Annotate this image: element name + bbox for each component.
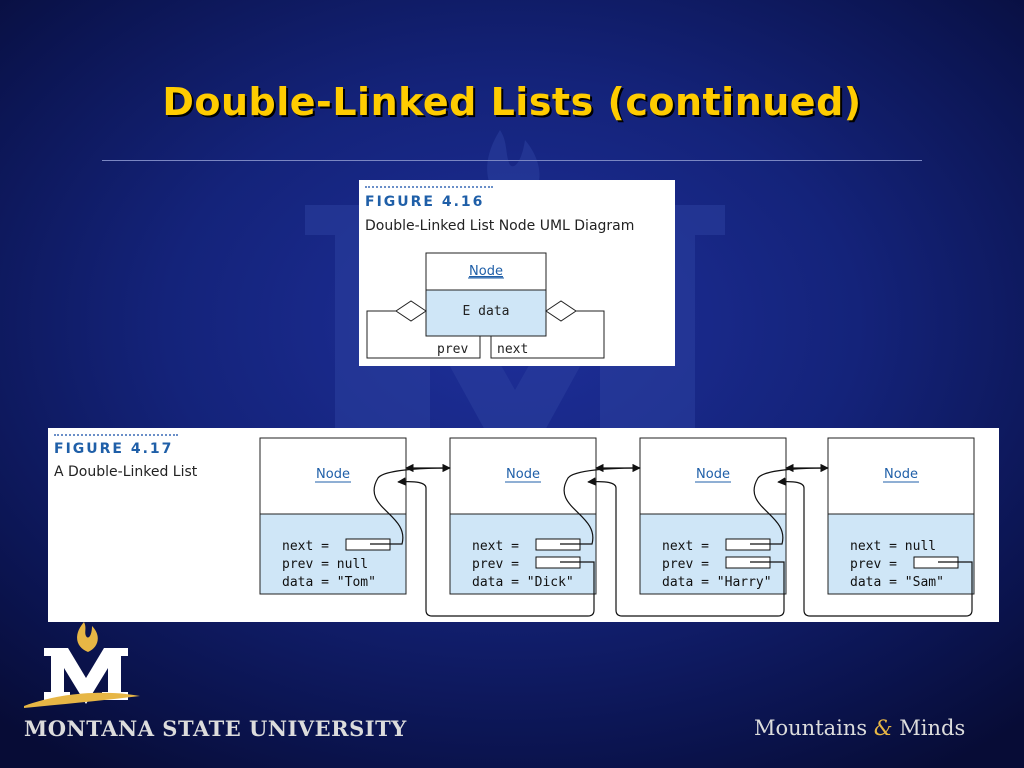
link-arrow (750, 463, 829, 545)
node-data-field: data = "Sam" (850, 575, 944, 590)
node-data-field: data = "Harry" (662, 575, 772, 590)
uml-node-diagram: Node E data prev next (366, 252, 605, 359)
link-arrow (560, 463, 641, 545)
figure-4-17-number: FIGURE 4.17 (54, 441, 174, 457)
node-header-box (449, 437, 597, 515)
node-body-box (639, 513, 787, 595)
node-header-label: Node (316, 467, 350, 482)
node-data-field: data = "Tom" (282, 575, 376, 590)
figure-4-16-number: FIGURE 4.16 (365, 194, 485, 210)
list-node: Node next = prev = data = "Dick" (449, 437, 597, 595)
tagline-ampersand: & (873, 716, 893, 740)
tagline: Mountains & Minds (754, 716, 965, 740)
linked-list-diagram: Node next = prev = null data = "Tom" Node ne… (259, 437, 975, 617)
list-node: Node next = prev = data = "Harry" (639, 437, 787, 595)
slide-title: Double-Linked Lists (continued) (162, 80, 862, 124)
figure-dots-divider (365, 186, 493, 188)
figure-4-16-panel: FIGURE 4.16 Double-Linked List Node UML … (359, 180, 675, 366)
figure-4-17-panel: FIGURE 4.17 A Double-Linked List Node nex… (48, 428, 999, 622)
msu-logo-icon (24, 622, 140, 708)
uml-attribute: E data (463, 304, 510, 319)
link-arrow (777, 477, 973, 617)
list-node: Node next = null prev = data = "Sam" (827, 437, 975, 595)
figure-4-16-caption: Double-Linked List Node UML Diagram (365, 218, 635, 234)
prev-role-label: prev (437, 342, 468, 357)
next-role-label: next (497, 342, 528, 357)
node-next-field: next = (472, 539, 519, 554)
uml-class-header (425, 252, 547, 291)
figure-dots-divider (54, 434, 178, 436)
node-header-label: Node (506, 467, 540, 482)
node-prev-field: prev = (472, 557, 519, 572)
node-header-label: Node (884, 467, 918, 482)
next-association-line (490, 310, 605, 359)
figure-4-17-caption: A Double-Linked List (54, 464, 198, 480)
node-body-box (259, 513, 407, 595)
logo-flame (77, 622, 98, 652)
node-data-field: data = "Dick" (472, 575, 574, 590)
university-name: MONTANA STATE UNIVERSITY (24, 716, 407, 741)
node-header-box (827, 437, 975, 515)
uml-class-body (425, 289, 547, 337)
list-node: Node next = prev = null data = "Tom" (259, 437, 407, 595)
node-body-box (449, 513, 597, 595)
node-prev-field: prev = null (282, 557, 368, 572)
node-next-field: next = (662, 539, 709, 554)
tagline-mountains: Mountains (754, 716, 868, 740)
prev-association-line (366, 310, 481, 359)
uml-class-name: Node (469, 264, 503, 279)
node-header-box (639, 437, 787, 515)
node-prev-field: prev = (850, 557, 897, 572)
next-aggregation-diamond (545, 300, 577, 322)
node-header-label: Node (696, 467, 730, 482)
link-arrow (397, 477, 595, 617)
node-next-field: next = (282, 539, 329, 554)
node-prev-field: prev = (662, 557, 709, 572)
node-body-box (827, 513, 975, 595)
title-divider (102, 160, 922, 161)
link-arrow (370, 463, 451, 545)
tagline-minds: Minds (899, 716, 966, 740)
node-next-field: next = null (850, 539, 936, 554)
logo-swoosh (24, 692, 140, 708)
link-arrow (587, 477, 785, 617)
logo-m-letter (44, 648, 128, 704)
prev-aggregation-diamond (395, 300, 427, 322)
